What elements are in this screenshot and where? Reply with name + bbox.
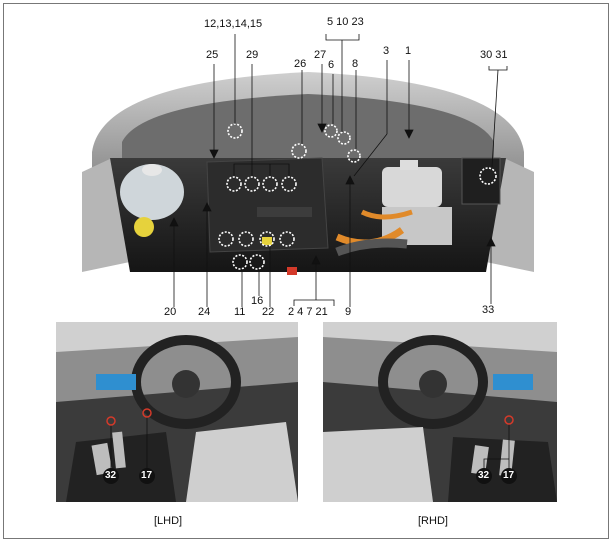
lhd-callout-17: 17 — [141, 470, 153, 481]
callout-12-13-14-15: 12,13,14,15 — [204, 18, 263, 30]
callout-2-4-7-21: 2 4 7 21 — [288, 306, 328, 318]
marker-6 — [324, 124, 338, 138]
callout-8: 8 — [352, 58, 359, 70]
marker-bottom-c — [259, 231, 275, 247]
callout-24: 24 — [198, 306, 211, 318]
callout-27: 27 — [314, 49, 327, 61]
marker-29-d — [281, 176, 297, 192]
callout-3: 3 — [383, 45, 390, 57]
marker-bottom-b — [238, 231, 254, 247]
callout-30-31: 30 31 — [480, 49, 508, 61]
caption-rhd: [RHD] — [418, 515, 448, 527]
marker-bottom-a — [218, 231, 234, 247]
marker-29-c — [262, 176, 278, 192]
rhd-interior-photo — [323, 322, 557, 502]
marker-10 — [337, 131, 351, 145]
engine-marker-overlay — [169, 34, 508, 307]
callout-1: 1 — [405, 45, 412, 57]
figure-frame: 12,13,14,15 5 10 23 25 29 27 6 3 1 30 31… — [3, 3, 609, 539]
callout-29: 29 — [246, 49, 259, 61]
callout-11: 11 — [234, 306, 246, 318]
rhd-callout-32: 32 — [478, 470, 490, 481]
lhd-interior-photo — [56, 322, 298, 502]
marker-30-31 — [479, 167, 497, 185]
marker-16 — [249, 254, 265, 270]
marker-11 — [232, 254, 248, 270]
caption-lhd: [LHD] — [154, 515, 183, 527]
lhd-marker-overlay — [103, 408, 155, 484]
callout-16: 16 — [251, 295, 264, 307]
lhd-callout-32: 32 — [105, 470, 117, 481]
callout-22: 22 — [262, 306, 275, 318]
callout-5-10-23: 5 10 23 — [327, 16, 364, 28]
rhd-callout-17: 17 — [503, 470, 515, 481]
callout-25: 25 — [206, 49, 219, 61]
marker-bottom-d — [279, 231, 295, 247]
callout-20: 20 — [164, 306, 177, 318]
rhd-marker-overlay — [476, 415, 517, 484]
callout-26: 26 — [294, 58, 307, 70]
engine-bay-photo — [82, 62, 534, 292]
callout-33: 33 — [482, 304, 495, 316]
marker-8 — [347, 149, 361, 163]
marker-26 — [291, 143, 307, 159]
marker-29-b — [244, 176, 260, 192]
callout-6: 6 — [328, 59, 335, 71]
marker-29-a — [226, 176, 242, 192]
callout-9: 9 — [345, 306, 352, 318]
